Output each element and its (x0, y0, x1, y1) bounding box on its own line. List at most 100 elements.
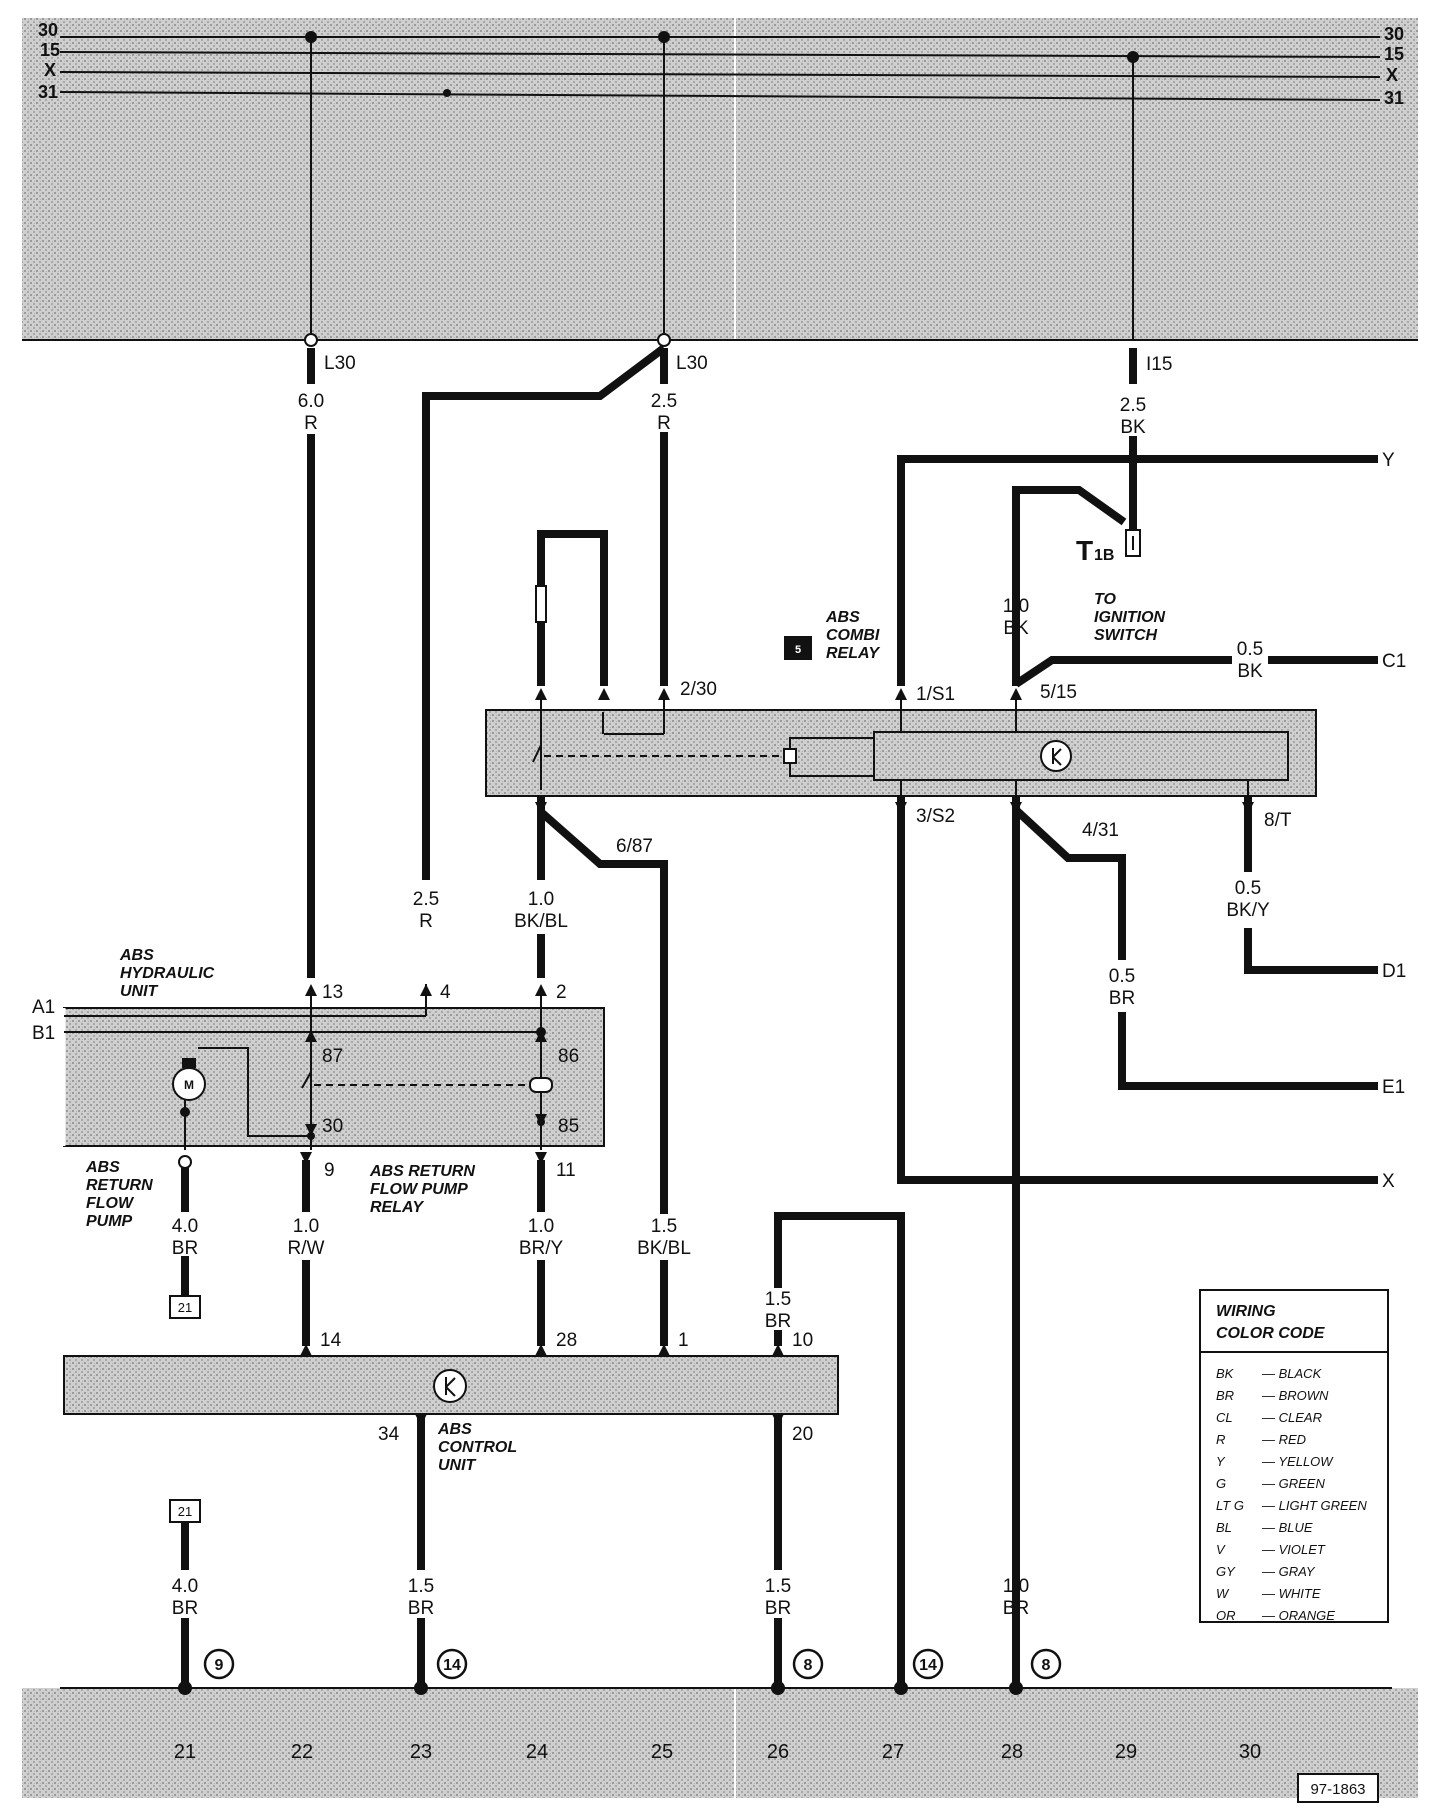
pump-label-2: RETURN (86, 1177, 153, 1194)
pin-6-87: 6/87 (616, 836, 653, 857)
bus-label-31-left: 31 (38, 82, 58, 102)
ignition-note-1: TO (1094, 591, 1116, 608)
ground-dots (178, 1681, 1023, 1695)
wire-size-24-top: 1.0 (528, 889, 554, 910)
control-title-3: UNIT (438, 1457, 477, 1474)
wire-size-e1: 0.5 (1109, 966, 1135, 987)
column-30: 30 (1239, 1741, 1261, 1763)
hydraulic-title-2: HYDRAULIC (120, 965, 215, 982)
wire-color-23-bot: BR (408, 1598, 434, 1619)
control-unit-title: ABS CONTROL UNIT (437, 1421, 517, 1474)
legend-code: V (1216, 1542, 1226, 1557)
wire-size-d1: 0.5 (1235, 878, 1261, 899)
hydraulic-unit-pins: 13 4 2 87 86 30 85 9 11 (322, 982, 579, 1181)
wire-size-21-bot: 4.0 (172, 1576, 198, 1597)
bus-label-x-right: X (1386, 65, 1398, 85)
column-26: 26 (767, 1741, 789, 1763)
input-a1: A1 (32, 997, 55, 1018)
ref-box-21-a-text: 21 (178, 1300, 192, 1315)
connector-t1b: T 1B (1076, 529, 1141, 566)
pin-30: 30 (322, 1116, 343, 1137)
ground-circle-14-b: 14 (919, 1657, 937, 1674)
bus-taps (310, 37, 1134, 340)
wire-color-e1: BR (1109, 988, 1135, 1009)
combi-relay-title-1: ABS (825, 609, 860, 626)
hydraulic-title-3: UNIT (120, 983, 159, 1000)
pump-relay-label: ABS RETURN FLOW PUMP RELAY (369, 1163, 475, 1216)
pump-relay-1: ABS RETURN (369, 1163, 475, 1180)
connector-sub: 1B (1094, 547, 1114, 564)
combi-relay-title-3: RELAY (826, 645, 880, 662)
pin-11: 11 (556, 1160, 576, 1181)
wire-color-21-bot: BR (172, 1598, 198, 1619)
output-e1: E1 (1382, 1077, 1405, 1098)
ref-box-21-a: 21 (169, 1295, 201, 1319)
abs-combi-relay (485, 585, 1317, 814)
pin-1-s1: 1/S1 (916, 684, 955, 705)
legend-color-name: — RED (1261, 1432, 1306, 1447)
relay-ground-symbol (1040, 740, 1072, 772)
top-bus-panel (22, 18, 1418, 340)
legend-code: CL (1216, 1410, 1233, 1425)
control-title-1: ABS (437, 1421, 472, 1438)
pin-85: 85 (558, 1116, 579, 1137)
wire-color-c1: BK (1237, 661, 1263, 682)
wire-color-22: R (304, 413, 318, 434)
wire-color-26-mid: BR (765, 1311, 791, 1332)
control-title-2: CONTROL (438, 1439, 517, 1456)
output-c1: C1 (1382, 651, 1406, 672)
input-b1: B1 (32, 1023, 55, 1044)
wire-color-28: BK (1120, 417, 1146, 438)
wire-size-24-mid: 1.0 (528, 1216, 554, 1237)
pin-3-s2: 3/S2 (916, 806, 955, 827)
pin-13: 13 (322, 982, 343, 1003)
combi-relay-badge: 5 (795, 644, 801, 656)
output-labels: Y C1 D1 E1 X A1 B1 (32, 450, 1406, 1192)
legend-code: G (1216, 1476, 1226, 1491)
column-28: 28 (1001, 1741, 1023, 1763)
tap-label-i15: I15 (1146, 354, 1172, 375)
pin-34: 34 (378, 1424, 400, 1445)
legend-code: W (1216, 1586, 1230, 1601)
ref-box-21-b-text: 21 (178, 1504, 192, 1519)
legend-color-name: — GREEN (1261, 1476, 1325, 1491)
column-24: 24 (526, 1741, 548, 1763)
bus-label-x-left: X (44, 60, 56, 80)
legend-color-name: — CLEAR (1261, 1410, 1322, 1425)
wire-color-28-relay: BK (1003, 618, 1029, 639)
ignition-note-2: IGNITION (1094, 609, 1166, 626)
wire-color-24-top: BK/BL (514, 911, 568, 932)
ground-circle-8-b: 8 (1042, 1657, 1051, 1674)
bus-label-15-left: 15 (40, 40, 60, 60)
column-29: 29 (1115, 1741, 1137, 1763)
ground-circle-14-a: 14 (443, 1657, 461, 1674)
bus-label-30-right: 30 (1384, 24, 1404, 44)
pin-4: 4 (440, 982, 451, 1003)
wire-size-26-mid: 1.5 (765, 1289, 791, 1310)
ground-circle-9: 9 (215, 1657, 224, 1674)
wire-color-26-bot: BR (765, 1598, 791, 1619)
legend-color-name: — LIGHT GREEN (1261, 1498, 1367, 1513)
wire-size-25-mid: 1.5 (651, 1216, 677, 1237)
connector-name: T (1076, 535, 1093, 566)
output-d1: D1 (1382, 961, 1406, 982)
column-27: 27 (882, 1741, 904, 1763)
legend-code: R (1216, 1432, 1225, 1447)
control-ground-symbol (433, 1369, 467, 1403)
wire-color-24-mid: BR/Y (519, 1238, 564, 1259)
pin-9: 9 (324, 1160, 335, 1181)
wire-size-21-pump: 4.0 (172, 1216, 198, 1237)
figure-id-box: 97-1863 (1297, 1773, 1379, 1803)
pin-8-t: 8/T (1264, 810, 1292, 831)
wire-size-23-red: 2.5 (413, 889, 439, 910)
pump-label-1: ABS (85, 1159, 120, 1176)
ignition-note-3: SWITCH (1094, 627, 1158, 644)
pin-20: 20 (792, 1424, 813, 1445)
combi-relay-title-2: COMBI (826, 627, 880, 644)
legend-color-name: — VIOLET (1261, 1542, 1326, 1557)
pin-1: 1 (678, 1330, 689, 1351)
pin-87: 87 (322, 1046, 343, 1067)
legend-code: GY (1216, 1564, 1236, 1579)
